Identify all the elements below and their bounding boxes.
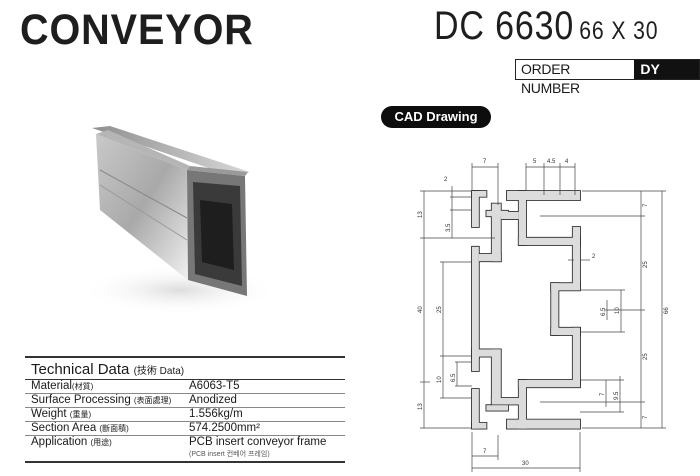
profile-segment [518,237,580,245]
profile-segment [518,191,526,245]
profile-segment [486,210,508,217]
heading-sub: (技術 Data) [133,366,185,377]
dim-label: 7 [600,392,606,396]
dim-label: 30 [522,461,529,467]
dim-label: 7 [483,449,487,455]
row-value: Anodized [189,394,237,406]
profile-segment [518,380,580,388]
row-label-sub: (重量) [69,410,92,419]
technical-data-heading: Technical Data (技術 Data) [25,356,345,380]
dim-label: 7 [483,159,487,165]
dim-label: 4 [565,159,569,165]
profile-segment [506,191,580,200]
row-label: Application [31,436,88,448]
dim-label: 5 [533,159,537,165]
dim-label: 25 [643,353,649,360]
profile-segment [572,327,580,386]
profile-segment [472,246,479,359]
model-number: DC 6630 [434,4,575,48]
dim-label: 40 [418,306,424,313]
profile-segment [551,283,559,335]
dim-label: 3.5 [446,223,452,232]
table-row: Surface Processing (表面處理) Anodized [25,394,345,408]
row-label: Section Area [31,422,97,434]
order-number-value: DY 5088 [634,60,699,96]
row-label-sub: (用途) [90,438,112,447]
order-number-box: ORDER NUMBER DY 5088 [515,59,700,96]
row-label-sub: (斷面積) [99,424,129,433]
profile-segment [472,349,479,371]
profile-segment [551,283,580,291]
dim-label: 25 [643,261,649,268]
dim-label: 2 [444,177,448,183]
table-row: Application (用途) PCB insert conveyor fram… [25,436,345,463]
table-row: Section Area (斷面積) 574.2500mm² [25,422,345,436]
row-label-sub: (表面處理) [133,396,172,405]
row-label: Surface Processing [31,394,131,406]
row-label-sub: (材質) [71,382,94,391]
dim-label: 2 [592,254,596,260]
profile-segment [472,191,479,227]
profile-segment [572,227,580,289]
profile-segment [506,419,580,429]
product-title: CONVEYOR [20,6,254,54]
dim-label: 7 [643,415,649,419]
dim-label: 13 [418,403,424,410]
row-value: A6063-T5 [189,380,240,392]
profile-segment [551,327,580,335]
heading-text: Technical Data [31,361,130,378]
dim-label: 25 [437,306,443,313]
profile-segment [472,191,487,197]
table-row: Weight (重量) 1.556kg/m [25,408,345,422]
row-value: PCB insert conveyor frame [189,436,327,448]
cad-drawing-label: CAD Drawing [381,106,491,128]
profile-segment [478,349,501,357]
dim-label: 6.5 [601,307,607,316]
order-number-label: ORDER NUMBER [516,60,635,96]
profile-cross-section [472,191,580,429]
dim-label: 66 [664,307,670,314]
row-label: Weight [31,408,67,420]
dim-label: 7 [643,203,649,207]
profile-segment [491,349,501,404]
profile-segment [500,211,519,220]
profile-segment [472,389,479,429]
row-value-sub: (PCB insert 컨베어 프레임) [189,451,270,458]
dim-label: 6.5 [451,373,457,382]
dim-label: 10 [437,376,443,383]
dim-label: 9.5 [614,391,620,400]
row-label: Material [31,380,72,392]
dim-label: 4.5 [547,159,556,165]
product-image [80,126,280,315]
profile-segment [491,398,525,405]
model-dimensions: 66 X 30 [579,17,659,45]
row-value: 1.556kg/m [189,408,243,420]
profile-segment [491,203,501,262]
profile-segment [486,405,508,411]
table-row: Material(材質) A6063-T5 [25,380,345,394]
profile-segment [478,254,501,262]
technical-data-table: Technical Data (技術 Data) Material(材質) A60… [25,356,345,463]
row-value: 574.2500mm² [189,422,260,434]
dimension-lines [420,163,666,472]
profile-segment [472,422,487,429]
dim-label: 13 [418,211,424,218]
dim-label: 10 [615,307,621,314]
cad-drawing: 7 5 4.5 4 2 13 3.5 40 25 10 6.5 13 7 25 … [418,159,670,472]
